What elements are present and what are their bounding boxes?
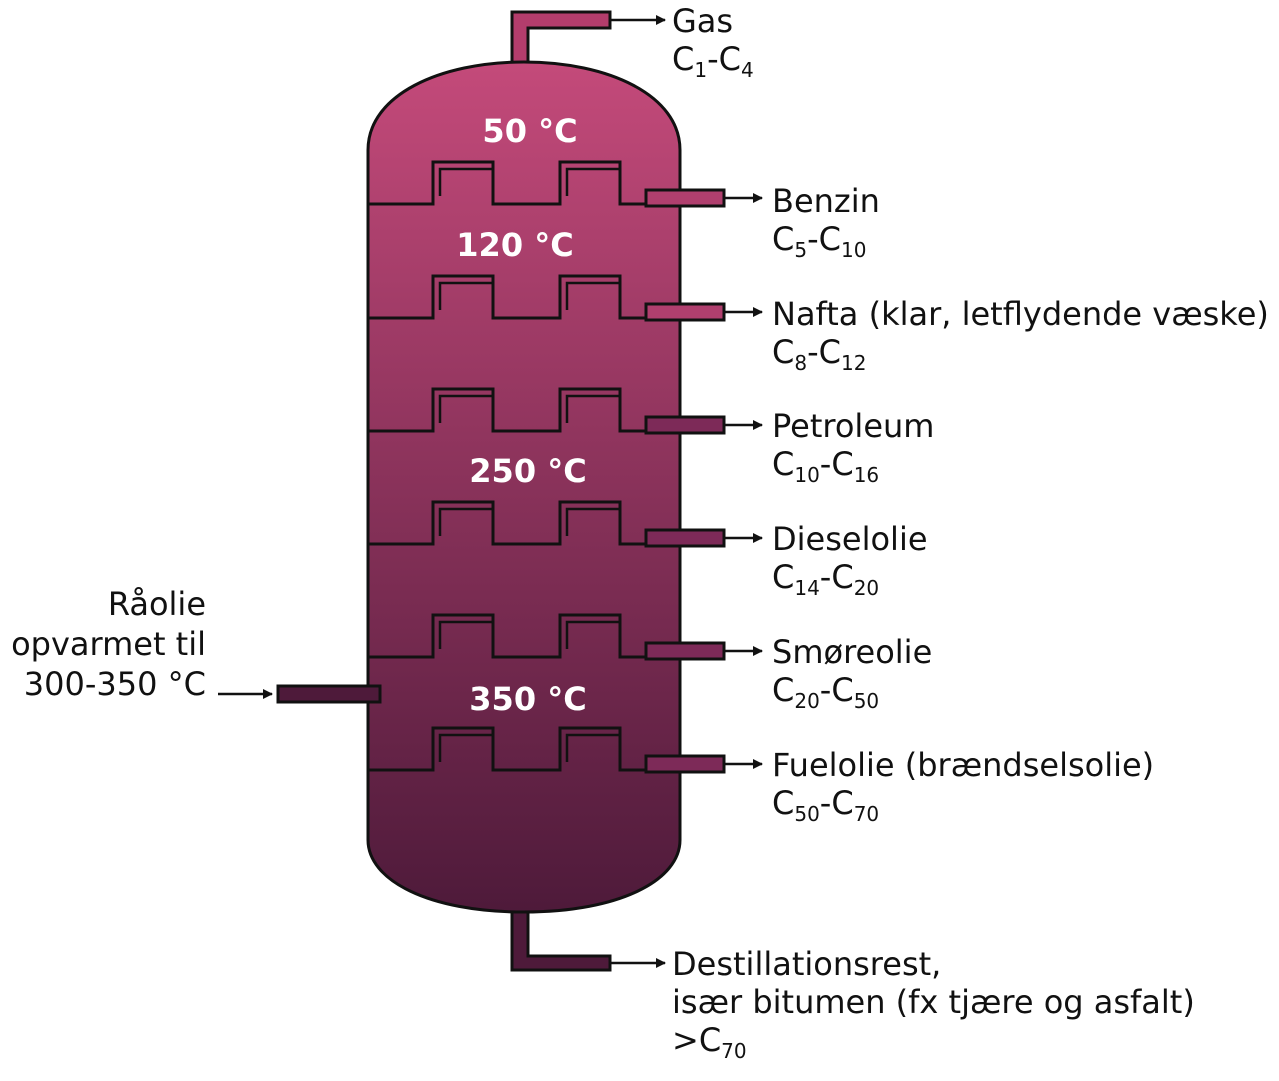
residue-formula: >C70 bbox=[672, 1021, 747, 1063]
product-smoereolie: Smøreolie C20-C50 bbox=[772, 633, 933, 713]
product-name: Gas bbox=[672, 2, 734, 40]
bubble-cap bbox=[565, 733, 620, 762]
bubble-cap bbox=[565, 167, 620, 196]
feed-label-line3: 300-350 °C bbox=[23, 665, 206, 703]
product-formula: C14-C20 bbox=[772, 558, 880, 600]
product-formula: C1-C4 bbox=[672, 40, 754, 82]
tray-2 bbox=[368, 274, 646, 320]
bubble-cap bbox=[438, 620, 493, 649]
product-formula: C5-C10 bbox=[772, 220, 867, 262]
product-name: Petroleum bbox=[772, 407, 935, 445]
draw-pipe-1 bbox=[644, 188, 726, 208]
product-formula: C8-C12 bbox=[772, 333, 867, 375]
temperature-label-120: 120 °C bbox=[456, 226, 574, 264]
tray-6 bbox=[368, 726, 646, 772]
feed-label: Råolie opvarmet til 300-350 °C bbox=[0, 584, 206, 704]
product-fuelolie: Fuelolie (brændselsolie) C50-C70 bbox=[772, 746, 1155, 826]
bubble-cap bbox=[565, 281, 620, 310]
product-formula: C20-C50 bbox=[772, 671, 880, 713]
feed-label-line2: opvarmet til bbox=[11, 625, 206, 663]
product-name: Benzin bbox=[772, 182, 880, 220]
bubble-cap bbox=[438, 733, 493, 762]
draw-pipe-6 bbox=[644, 754, 726, 774]
temperature-label-250: 250 °C bbox=[469, 452, 587, 490]
product-petroleum: Petroleum C10-C16 bbox=[772, 407, 935, 487]
tray-1 bbox=[368, 160, 646, 206]
product-name: Dieselolie bbox=[772, 520, 928, 558]
side-draws bbox=[644, 188, 763, 774]
product-formula: C50-C70 bbox=[772, 784, 880, 826]
product-nafta: Nafta (klar, letflydende væske) C8-C12 bbox=[772, 295, 1269, 375]
tray-4 bbox=[368, 500, 646, 546]
bubble-cap bbox=[438, 167, 493, 196]
draw-pipe-2 bbox=[644, 302, 726, 322]
draw-pipe-5 bbox=[644, 641, 726, 661]
temperature-label-350: 350 °C bbox=[469, 680, 587, 718]
bubble-cap bbox=[438, 281, 493, 310]
draw-pipe-4 bbox=[644, 528, 726, 548]
tray-3 bbox=[368, 387, 646, 433]
residue-line1: Destillationsrest, bbox=[672, 945, 942, 983]
trays bbox=[368, 160, 646, 772]
product-name: Fuelolie (brændselsolie) bbox=[772, 746, 1155, 784]
product-benzin: Benzin C5-C10 bbox=[772, 182, 880, 262]
bubble-cap bbox=[565, 394, 620, 423]
product-dieselolie: Dieselolie C14-C20 bbox=[772, 520, 928, 600]
bubble-cap bbox=[565, 620, 620, 649]
product-gas: Gas C1-C4 bbox=[672, 2, 754, 82]
bubble-cap bbox=[438, 394, 493, 423]
product-formula: C10-C16 bbox=[772, 445, 880, 487]
product-name: Smøreolie bbox=[772, 633, 933, 671]
product-name: Nafta (klar, letflydende væske) bbox=[772, 295, 1269, 333]
tray-5 bbox=[368, 613, 646, 659]
residue-line2: især bitumen (fx tjære og asfalt) bbox=[672, 983, 1195, 1021]
bubble-cap bbox=[438, 507, 493, 536]
draw-pipe-3 bbox=[644, 415, 726, 435]
feed-pipe bbox=[218, 684, 382, 704]
temperature-label-50: 50 °C bbox=[482, 112, 578, 150]
product-residue: Destillationsrest, især bitumen (fx tjær… bbox=[672, 945, 1195, 1063]
bubble-cap bbox=[565, 507, 620, 536]
feed-label-line1: Råolie bbox=[107, 585, 206, 623]
